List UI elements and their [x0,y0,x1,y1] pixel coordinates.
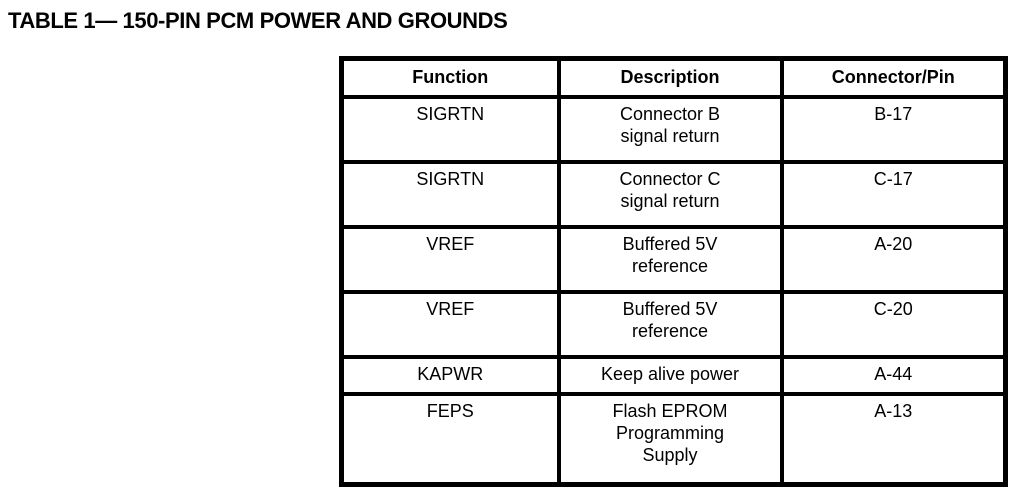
cell-description: Flash EPROM Programming Supply [556,391,784,487]
page-title: TABLE 1— 150-PIN PCM POWER AND GROUNDS [8,8,508,33]
cell-description: Connector B signal return [556,94,784,164]
cell-function: KAPWR [339,354,561,396]
cell-function: VREF [339,289,561,359]
cell-connector-pin: A-44 [779,354,1008,396]
table-row: VREF Buffered 5V reference A-20 [339,224,1008,294]
cell-connector-pin: C-17 [779,159,1008,229]
cell-connector-pin: A-13 [779,391,1008,487]
cell-connector-pin: C-20 [779,289,1008,359]
cell-description: Keep alive power [556,354,784,396]
table-row: FEPS Flash EPROM Programming Supply A-13 [339,391,1008,487]
table-row: SIGRTN Connector C signal return C-17 [339,159,1008,229]
cell-description: Buffered 5V reference [556,289,784,359]
column-header-connector-pin: Connector/Pin [779,56,1008,99]
table-header-row: Function Description Connector/Pin [339,56,1008,99]
pcm-power-grounds-table: Function Description Connector/Pin SIGRT… [339,56,1008,487]
cell-description: Buffered 5V reference [556,224,784,294]
column-header-function: Function [339,56,561,99]
cell-connector-pin: A-20 [779,224,1008,294]
cell-function: FEPS [339,391,561,487]
cell-description: Connector C signal return [556,159,784,229]
table-row: KAPWR Keep alive power A-44 [339,354,1008,396]
cell-connector-pin: B-17 [779,94,1008,164]
column-header-description: Description [556,56,784,99]
table-row: VREF Buffered 5V reference C-20 [339,289,1008,359]
cell-function: SIGRTN [339,94,561,164]
cell-function: VREF [339,224,561,294]
cell-function: SIGRTN [339,159,561,229]
table-row: SIGRTN Connector B signal return B-17 [339,94,1008,164]
